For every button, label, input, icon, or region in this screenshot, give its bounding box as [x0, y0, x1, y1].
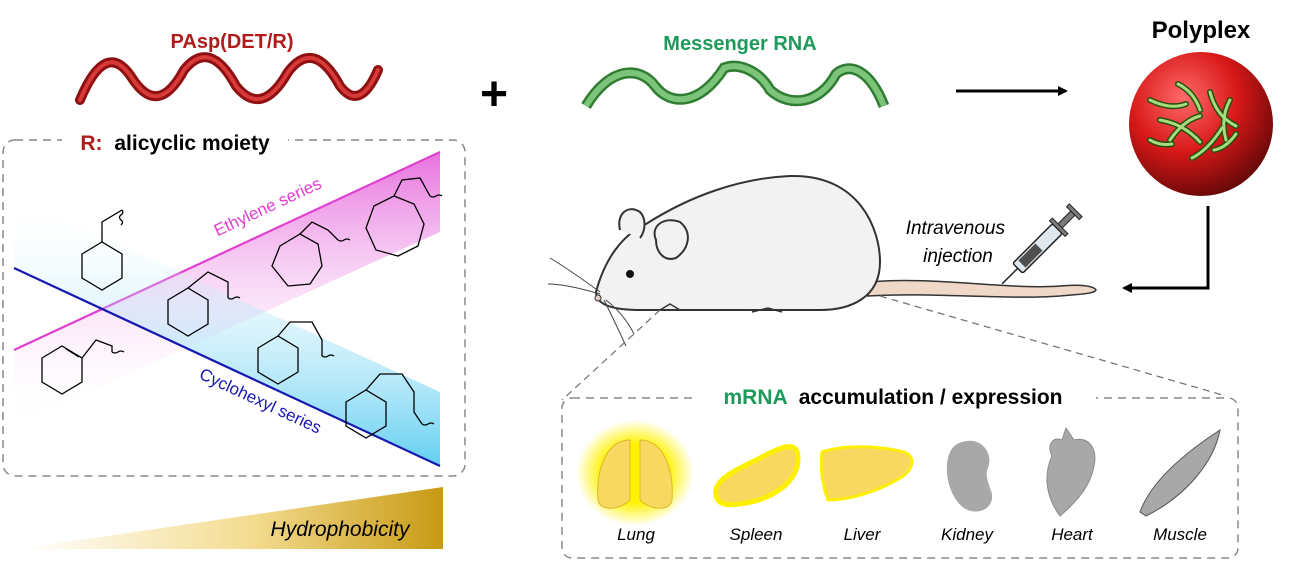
organ-muscle [1139, 428, 1221, 517]
mrna-helix-icon [581, 60, 890, 109]
accumulation-title-text: accumulation / expression [799, 386, 1063, 409]
chemical-structures [41, 177, 443, 439]
organ-label-muscle: Muscle [1153, 525, 1207, 544]
ethylene-line [13, 151, 441, 351]
organ-label-kidney: Kidney [941, 525, 994, 544]
r-prefix: R: [80, 132, 102, 155]
syringe-icon [1001, 203, 1083, 285]
plus-sign: + [480, 68, 508, 121]
cyclohexyl-band [14, 196, 440, 466]
polymer-label: PAsp(DET/R) [171, 31, 294, 53]
organ-label-heart: Heart [1051, 525, 1094, 544]
polymer-wave-icon [75, 52, 383, 105]
organ-label-lung: Lung [617, 525, 655, 544]
ethylene-band [14, 152, 440, 426]
organ-liver [819, 445, 914, 502]
r-box-title: R: alicyclic moiety [80, 132, 270, 155]
polyplex-label: Polyplex [1152, 17, 1251, 44]
accumulation-title: mRNA accumulation / expression [724, 386, 1063, 409]
arrow-to-injection [1122, 206, 1210, 293]
organ-labels: Lung Spleen Liver Kidney Heart Muscle [617, 525, 1207, 544]
injection-label: Intravenous injection [906, 218, 1011, 267]
mouse-illustration [547, 174, 1097, 347]
organ-kidney [946, 440, 993, 512]
hydrophobicity-label: Hydrophobicity [271, 518, 411, 541]
organ-heart [1046, 426, 1096, 517]
polyplex-sphere-icon [1129, 52, 1273, 196]
mrna-label: Messenger RNA [663, 33, 816, 55]
cyclohexyl-line [13, 267, 441, 467]
organ-lung [576, 420, 694, 526]
r-moiety-box [2, 139, 466, 477]
organ-label-spleen: Spleen [730, 525, 783, 544]
hydrophobicity-wedge [18, 487, 443, 549]
organ-spleen [713, 444, 801, 508]
organ-label-liver: Liver [844, 525, 882, 544]
accumulation-prefix: mRNA [724, 386, 788, 409]
r-title: alicyclic moiety [114, 132, 270, 155]
